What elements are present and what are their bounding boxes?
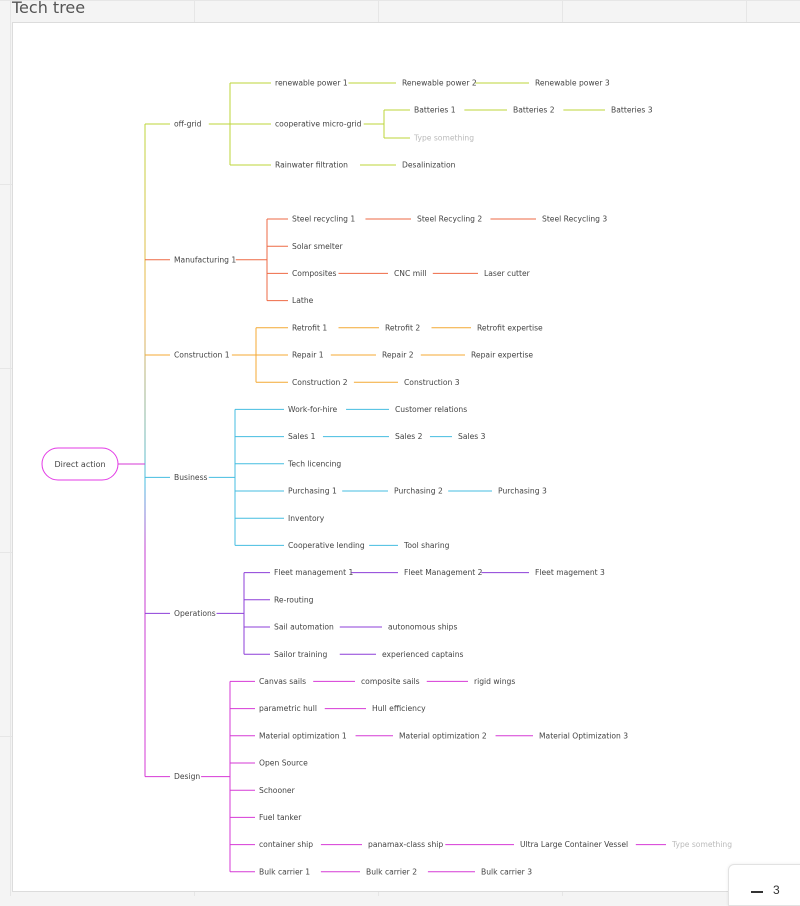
branch-label-business[interactable]: Business	[174, 473, 208, 482]
branch-business[interactable]: Business Work-for-hire Customer relationsS…	[145, 405, 547, 550]
branch-label-offgrid[interactable]: off-grid	[174, 120, 202, 129]
branch-offgrid[interactable]: off-grid renewable power 1 Renewable power…	[145, 79, 653, 170]
placeholder-node[interactable]: Type something	[671, 840, 732, 849]
branch-label-design[interactable]: Design	[174, 772, 200, 781]
branch-manufacturing[interactable]: Manufacturing 1 Steel recycling 1 Steel Re…	[145, 215, 607, 306]
node-repair-1[interactable]: Repair 1	[292, 351, 324, 360]
node-autonomous-ships[interactable]: autonomous ships	[388, 623, 457, 632]
zoom-widget[interactable]: 3	[728, 864, 800, 906]
branch-design[interactable]: Design Canvas sails composite sails rigid w…	[145, 677, 732, 876]
node-retrofit-1[interactable]: Retrofit 1	[292, 323, 327, 332]
node-batteries-3[interactable]: Batteries 3	[611, 106, 653, 115]
node-material-optimization-1[interactable]: Material optimization 1	[259, 731, 347, 740]
node-steel-recycling-1[interactable]: Steel recycling 1	[292, 215, 355, 224]
minus-icon[interactable]	[751, 891, 763, 893]
node-purchasing-3[interactable]: Purchasing 3	[498, 487, 547, 496]
placeholder-node[interactable]: Type something	[413, 134, 474, 143]
node-batteries-1[interactable]: Batteries 1	[414, 106, 456, 115]
node-fleet-management-1[interactable]: Fleet management 1	[274, 568, 353, 577]
node-steel-recycling-2[interactable]: Steel Recycling 2	[417, 215, 482, 224]
node-cooperative-micro-grid[interactable]: cooperative micro-grid	[275, 120, 362, 129]
root-node[interactable]: Direct action	[41, 447, 119, 481]
node-sail-automation[interactable]: Sail automation	[274, 623, 334, 632]
node-canvas-sails[interactable]: Canvas sails	[259, 677, 306, 686]
zoom-glyph-icon: 3	[773, 883, 780, 897]
node-retrofit-2[interactable]: Retrofit 2	[385, 323, 420, 332]
node-batteries-2[interactable]: Batteries 2	[513, 106, 555, 115]
node-re-routing[interactable]: Re-routing	[274, 595, 314, 604]
node-hull-efficiency[interactable]: Hull efficiency	[372, 704, 426, 713]
node-tool-sharing[interactable]: Tool sharing	[403, 541, 450, 550]
node-solar-smelter[interactable]: Solar smelter	[292, 242, 344, 251]
node-inventory[interactable]: Inventory	[288, 514, 325, 523]
branch-label-manufacturing[interactable]: Manufacturing 1	[174, 255, 236, 264]
node-rainwater-filtration[interactable]: Rainwater filtration	[275, 161, 348, 170]
node-bulk-carrier-1[interactable]: Bulk carrier 1	[259, 867, 310, 876]
root-node-label: Direct action	[54, 460, 105, 469]
main-spine-line	[144, 124, 146, 777]
node-renewable-power-2[interactable]: Renewable power 2	[402, 79, 477, 88]
node-bulk-carrier-2[interactable]: Bulk carrier 2	[366, 867, 417, 876]
node-sailor-training[interactable]: Sailor training	[274, 650, 327, 659]
node-fleet-magement-3[interactable]: Fleet magement 3	[535, 568, 605, 577]
node-open-source[interactable]: Open Source	[259, 759, 308, 768]
node-laser-cutter[interactable]: Laser cutter	[484, 269, 531, 278]
node-lathe[interactable]: Lathe	[292, 296, 314, 305]
node-renewable-power-3[interactable]: Renewable power 3	[535, 79, 610, 88]
frame-title[interactable]: Tech tree	[12, 0, 86, 17]
node-renewable-power-1[interactable]: renewable power 1	[275, 79, 348, 88]
node-sales-1[interactable]: Sales 1	[288, 432, 316, 441]
node-composites[interactable]: Composites	[292, 269, 337, 278]
branch-construction[interactable]: Construction 1 Retrofit 1 Retrofit 2 Retrof…	[145, 323, 543, 387]
branch-label-operations[interactable]: Operations	[174, 609, 216, 618]
node-repair-2[interactable]: Repair 2	[382, 351, 414, 360]
node-experienced-captains[interactable]: experienced captains	[382, 650, 464, 659]
node-ultra-large-container-vessel[interactable]: Ultra Large Container Vessel	[520, 840, 628, 849]
branch-label-construction[interactable]: Construction 1	[174, 351, 230, 360]
branch-operations[interactable]: Operations Fleet management 1 Fleet Manage…	[145, 568, 605, 659]
node-desalinization[interactable]: Desalinization	[402, 161, 456, 170]
node-composite-sails[interactable]: composite sails	[361, 677, 420, 686]
node-schooner[interactable]: Schooner	[259, 786, 296, 795]
node-sales-3[interactable]: Sales 3	[458, 432, 486, 441]
node-cnc-mill[interactable]: CNC mill	[394, 269, 426, 278]
node-fleet-management-2[interactable]: Fleet Management 2	[404, 568, 483, 577]
node-sales-2[interactable]: Sales 2	[395, 432, 423, 441]
node-repair-expertise[interactable]: Repair expertise	[471, 351, 533, 360]
node-customer-relations[interactable]: Customer relations	[395, 405, 467, 414]
node-parametric-hull[interactable]: parametric hull	[259, 704, 317, 713]
mindmap-frame[interactable]	[12, 22, 800, 892]
node-panamax-class-ship[interactable]: panamax-class ship	[368, 840, 443, 849]
node-cooperative-lending[interactable]: Cooperative lending	[288, 541, 365, 550]
node-tech-licencing[interactable]: Tech licencing	[287, 459, 341, 468]
node-construction-2[interactable]: Construction 2	[292, 378, 348, 387]
node-material-optimization-3[interactable]: Material Optimization 3	[539, 731, 628, 740]
node-retrofit-expertise[interactable]: Retrofit expertise	[477, 323, 543, 332]
node-bulk-carrier-3[interactable]: Bulk carrier 3	[481, 867, 532, 876]
node-fuel-tanker[interactable]: Fuel tanker	[259, 813, 302, 822]
node-purchasing-2[interactable]: Purchasing 2	[394, 487, 443, 496]
node-steel-recycling-3[interactable]: Steel Recycling 3	[542, 215, 607, 224]
node-construction-3[interactable]: Construction 3	[404, 378, 460, 387]
node-material-optimization-2[interactable]: Material optimization 2	[399, 731, 487, 740]
node-purchasing-1[interactable]: Purchasing 1	[288, 487, 337, 496]
node-work-for-hire[interactable]: Work-for-hire	[288, 405, 338, 414]
node-rigid-wings[interactable]: rigid wings	[474, 677, 515, 686]
node-container-ship[interactable]: container ship	[259, 840, 313, 849]
